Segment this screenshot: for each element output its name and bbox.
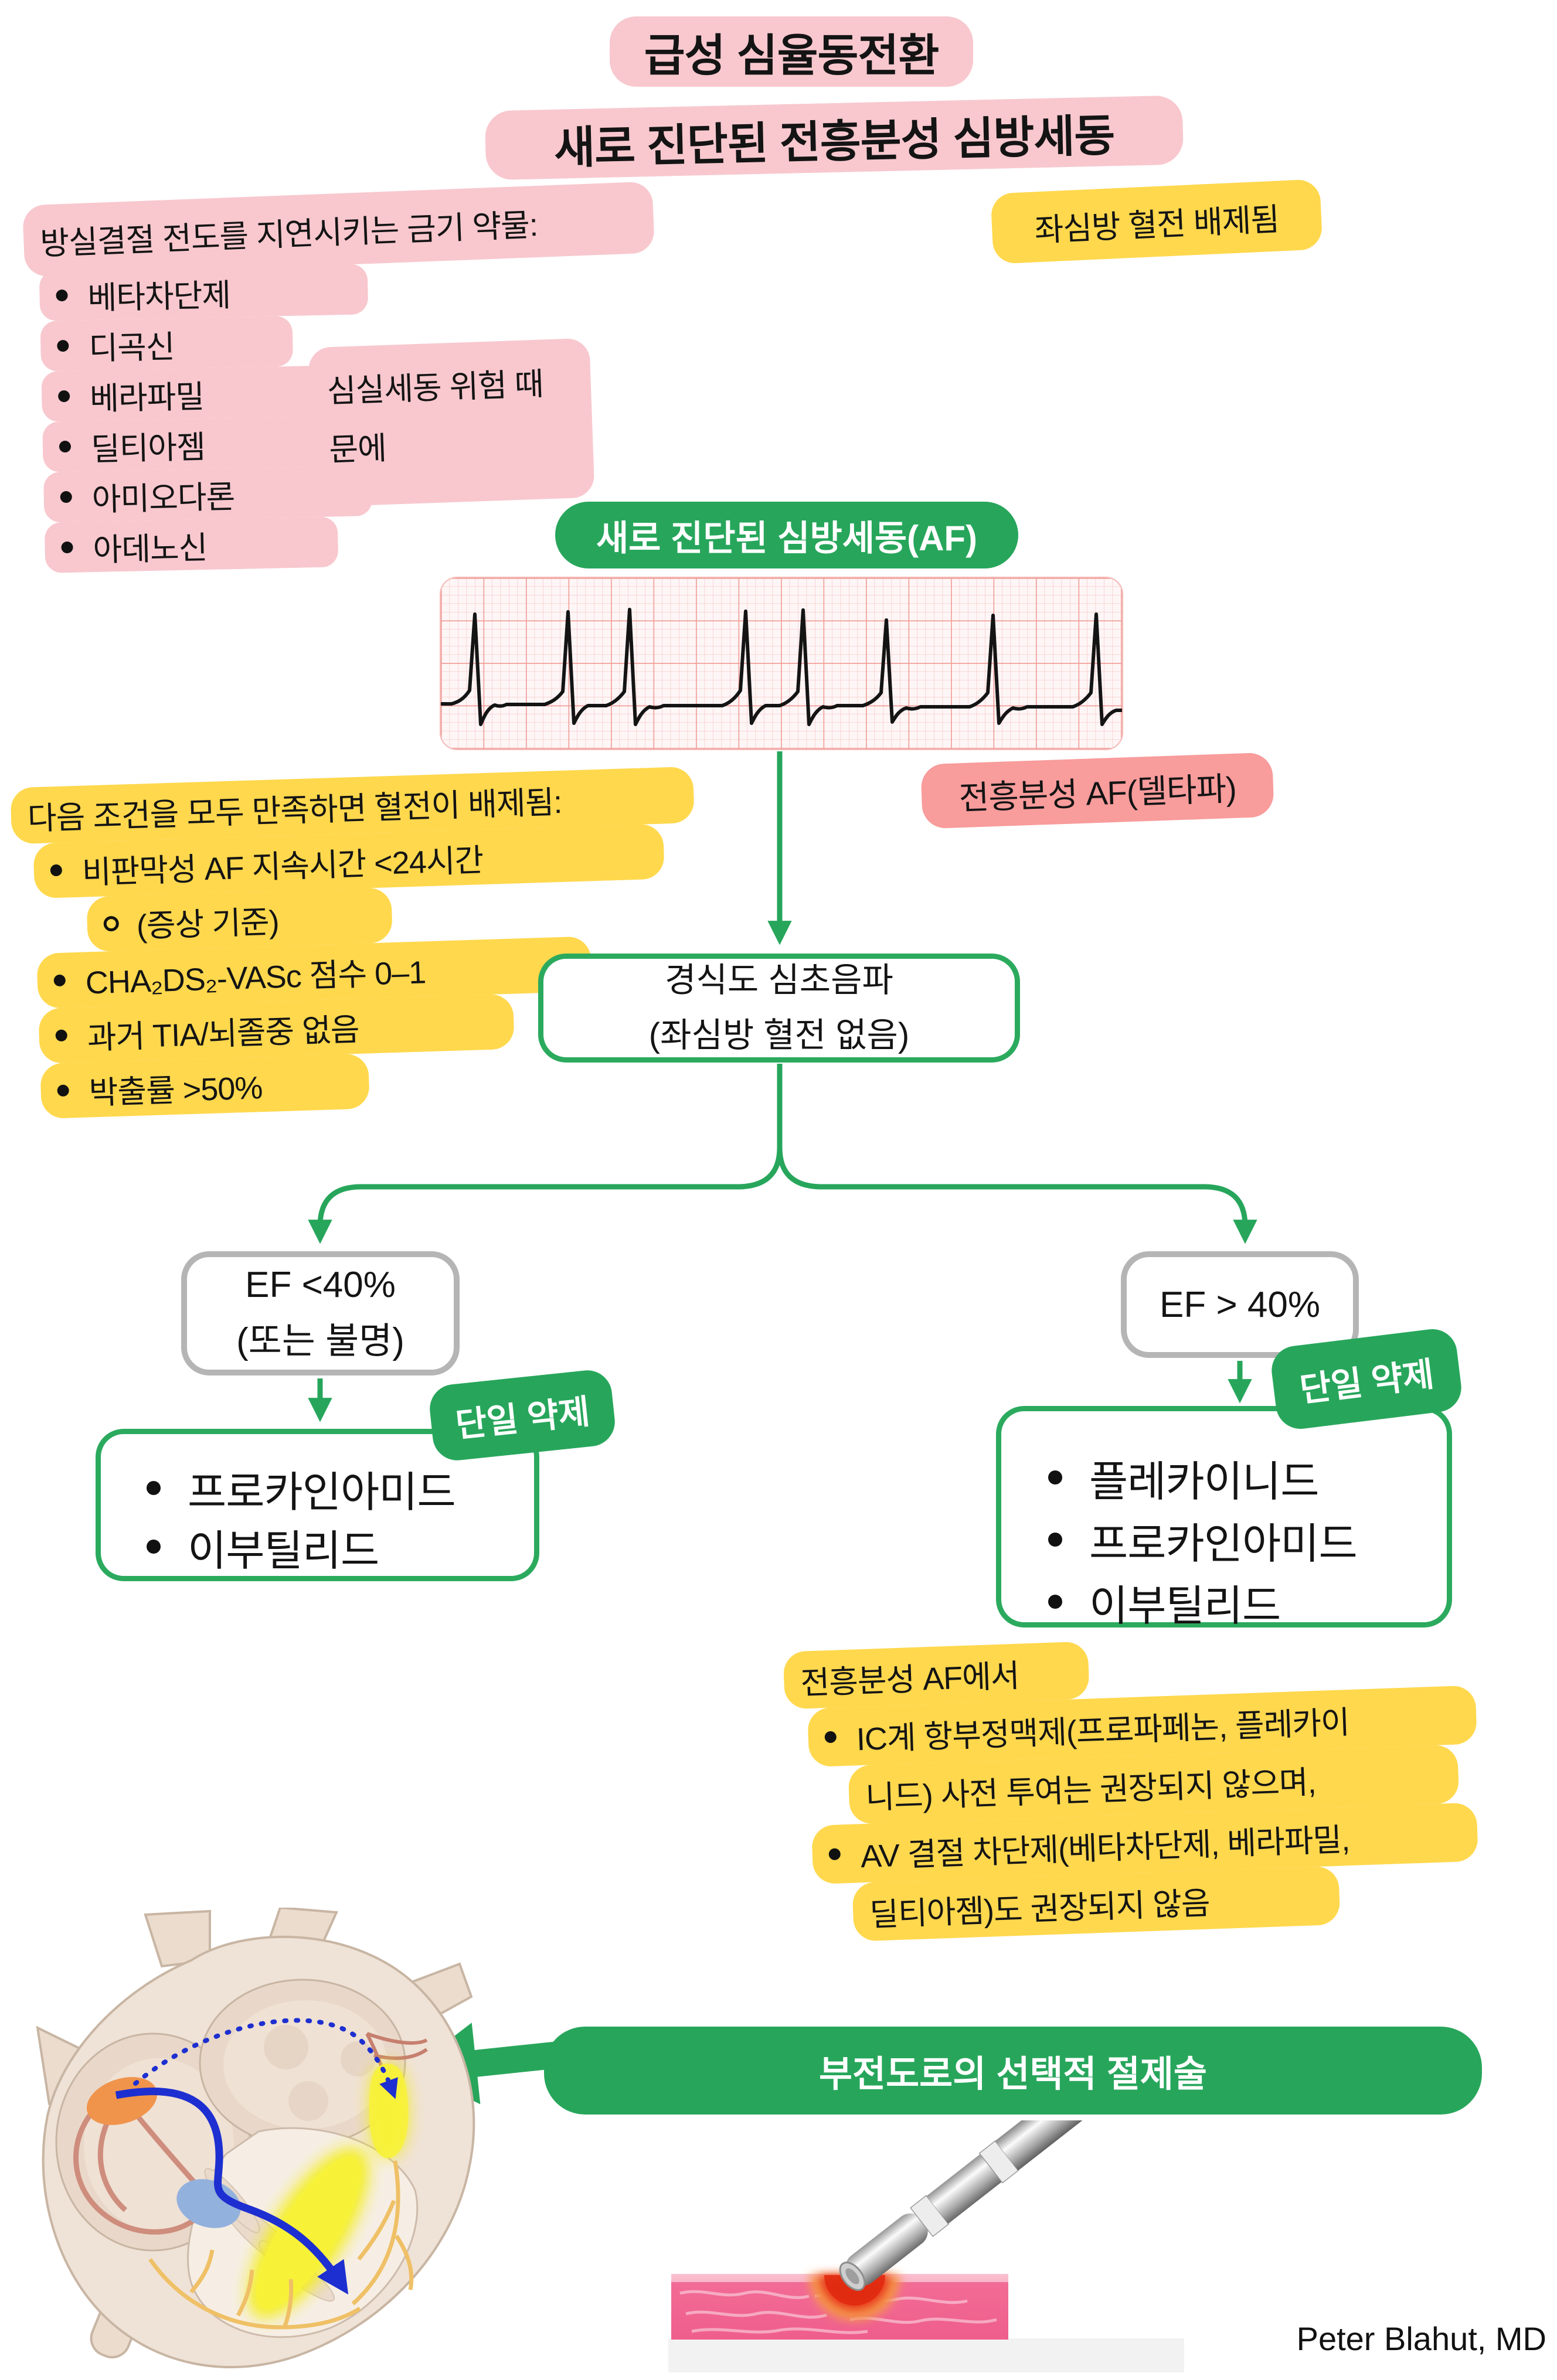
ef-high-drugs-box: 플레카이니드 프로카인아미드 이부틸리드: [996, 1406, 1452, 1630]
list-item: (증상 기준): [86, 887, 393, 952]
af-diagnosis-text: 새로 진단된 심방세동(AF): [596, 518, 978, 558]
thrombus-excluded-text: 좌심방 혈전 배제됨: [1034, 202, 1280, 248]
caution-label: 딜티아젬)도 권장되지 않음: [869, 1885, 1211, 1933]
list-item: 이부틸리드: [147, 1517, 534, 1576]
ef-high-box: EF > 40%: [1121, 1251, 1359, 1358]
ef-low-line1: EF <40%: [245, 1265, 396, 1305]
page-title-line2-text: 새로 진단된 전흥분성 심방세동: [553, 111, 1116, 173]
list-item: 프로카인아미드: [147, 1459, 534, 1517]
bullet-icon: [60, 491, 72, 503]
catheter: [839, 2120, 1212, 2291]
bullet-icon: [56, 289, 68, 302]
av-node: [176, 2179, 241, 2228]
caution-label: AV 결절 차단제(베타차단제, 베라파밀,: [859, 1821, 1351, 1874]
bullet-icon: [828, 1848, 841, 1861]
criterion-label: 비판막성 AF 지속시간 <24시간: [81, 842, 484, 891]
list-item: 아데노신: [44, 516, 339, 573]
criterion-label: (증상 기준): [135, 904, 280, 944]
bullet-icon: [61, 541, 73, 554]
drug-label: 딜티아젬: [90, 429, 206, 467]
exclusion-criteria-box: 다음 조건을 모두 만족하면 혈전이 배제됨: 비판막성 AF 지속시간 <24…: [10, 766, 703, 1119]
bullet-icon: [50, 864, 63, 877]
single-agent-label: 단일 약제: [454, 1392, 592, 1445]
tee-box: 경식도 심초음파 (좌심방 혈전 없음): [538, 954, 1020, 1063]
bullet-icon: [55, 1029, 68, 1042]
caution-box: 전흥분성 AF에서 IC계 항부정맥제(프로파페논, 플레카이 니드) 사전 투…: [783, 1628, 1484, 1944]
caution-label: IC계 항부정맥제(프로파페논, 플레카이: [855, 1704, 1350, 1757]
drug-label: 아데노신: [93, 530, 208, 568]
af-diagnosis-pill: 새로 진단된 심방세동(AF): [555, 502, 1018, 568]
list-item: 베타차단제: [39, 264, 369, 321]
contraindicated-header-text: 방실결절 전도를 지연시키는 금기 약물:: [39, 207, 539, 262]
bullet-icon: [57, 1084, 69, 1097]
bullet-icon: [147, 1481, 161, 1495]
ablation-banner: 부전도로의 선택적 절제술: [544, 2027, 1482, 2115]
drug-label: 베라파밀: [89, 379, 205, 417]
caution-header-text: 전흥분성 AF에서: [800, 1658, 1020, 1701]
vf-risk-note: 심실세동 위험 때 문에: [308, 338, 595, 508]
photo-background: [668, 2338, 1184, 2372]
criterion-label: CHA₂DS₂-VASc 점수 0–1: [84, 954, 427, 1001]
bullet-icon: [1048, 1470, 1062, 1484]
ef-high-label: EF > 40%: [1160, 1284, 1320, 1325]
drug-label: 프로카인아미드: [1089, 1520, 1358, 1568]
bullet-icon: [147, 1540, 161, 1554]
vf-risk-line2: 문에: [328, 430, 387, 468]
normal-conduction-path: [115, 2088, 349, 2295]
drug-label: 디곡신: [88, 329, 175, 366]
drug-label: 플레카이니드: [1089, 1458, 1319, 1506]
drug-label: 이부틸리드: [1089, 1582, 1281, 1630]
bullet-icon: [53, 974, 66, 987]
caution-header: 전흥분성 AF에서: [783, 1641, 1090, 1710]
ablation-banner-text: 부전도로의 선택적 절제술: [819, 2054, 1207, 2095]
drug-label: 이부틸리드: [188, 1527, 379, 1575]
ef-low-line2: (또는 불명): [236, 1321, 404, 1361]
ecg-strip: [440, 577, 1123, 750]
drug-label: 베타차단제: [87, 277, 231, 316]
bullet-icon: [1048, 1533, 1062, 1547]
bullet-icon: [57, 339, 69, 352]
ecg-waveform: [441, 578, 1122, 749]
author-credit-text: Peter Blahut, MD: [1296, 2320, 1546, 2357]
list-item: 박출률 >50%: [40, 1053, 370, 1119]
preexcited-af-caption: 전흥분성 AF(델타파): [920, 752, 1274, 829]
caution-label: 니드) 사전 투여는 권장되지 않으며,: [865, 1764, 1317, 1816]
bullet-icon: [57, 390, 70, 403]
page-title-line1: 급성 심율동전환: [610, 16, 973, 87]
drug-label: 프로카인아미드: [188, 1469, 456, 1516]
criterion-label: 박출률 >50%: [88, 1070, 263, 1111]
accessory-conduction-dotted-path: [133, 2018, 398, 2099]
list-item: 베라파밀: [41, 365, 338, 422]
criterion-label: 과거 TIA/뇌졸중 없음: [86, 1012, 360, 1056]
list-item: 이부틸리드: [1048, 1571, 1447, 1633]
tee-line1: 경식도 심초음파: [665, 961, 893, 999]
list-item: 플레카이니드: [1048, 1446, 1447, 1509]
list-item: 딜티아젬: [42, 416, 339, 472]
sub-bullet-icon: [103, 915, 120, 932]
single-agent-label: 단일 약제: [1297, 1355, 1436, 1409]
bullet-icon: [59, 440, 72, 453]
author-credit: Peter Blahut, MD: [1297, 2320, 1546, 2358]
preexcited-af-caption-text: 전흥분성 AF(델타파): [958, 770, 1237, 816]
ablation-catheter-image: [668, 2120, 1212, 2372]
heart-illustration: [36, 1908, 475, 2369]
thrombus-excluded-tag: 좌심방 혈전 배제됨: [990, 179, 1323, 264]
bullet-icon: [824, 1731, 837, 1744]
list-item: 디곡신: [40, 315, 294, 372]
list-item: 프로카인아미드: [1048, 1509, 1447, 1571]
ef-low-box: EF <40% (또는 불명): [181, 1251, 460, 1375]
bullet-icon: [1048, 1595, 1062, 1609]
tee-line2: (좌심방 혈전 없음): [648, 1016, 910, 1054]
vf-risk-line1: 심실세동 위험 때: [326, 366, 544, 410]
drug-label: 아미오다론: [91, 479, 235, 517]
page-title-line1-text: 급성 심율동전환: [644, 31, 940, 81]
